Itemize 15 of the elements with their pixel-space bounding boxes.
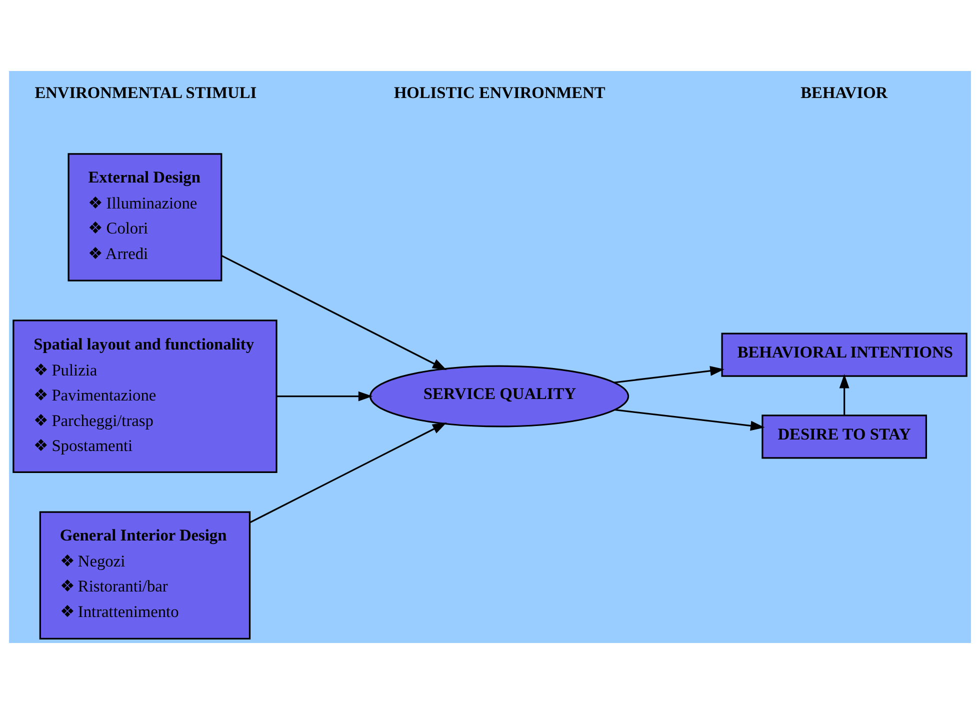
label: BEHAVIOR xyxy=(800,82,888,102)
node-ellipse: SERVICE QUALITY xyxy=(368,364,629,427)
node-box: BEHAVIORAL INTENTIONS xyxy=(720,332,967,376)
arrow xyxy=(248,422,446,523)
node-box: External Design ❖ Illuminazione ❖ Colori ❖ Arredi xyxy=(67,152,222,281)
label: HOLISTIC ENVIRONMENT xyxy=(393,82,605,102)
arrow xyxy=(838,374,849,415)
node-box: General Interior Design ❖ Negozi ❖ Ristoranti/bar ❖ Intrattenimento xyxy=(38,510,250,639)
node-box: DESIRE TO STAY xyxy=(761,414,926,458)
node-box: Spatial layout and functionality ❖ Pulizia ❖ Pavimentazione ❖ Parcheggi/trasp ❖ Spostamenti xyxy=(12,319,277,472)
label: ENVIRONMENTAL STIMULI xyxy=(34,82,256,102)
arrow xyxy=(276,390,372,401)
arrow xyxy=(613,365,724,383)
arrow xyxy=(220,254,446,370)
arrow xyxy=(614,408,764,430)
